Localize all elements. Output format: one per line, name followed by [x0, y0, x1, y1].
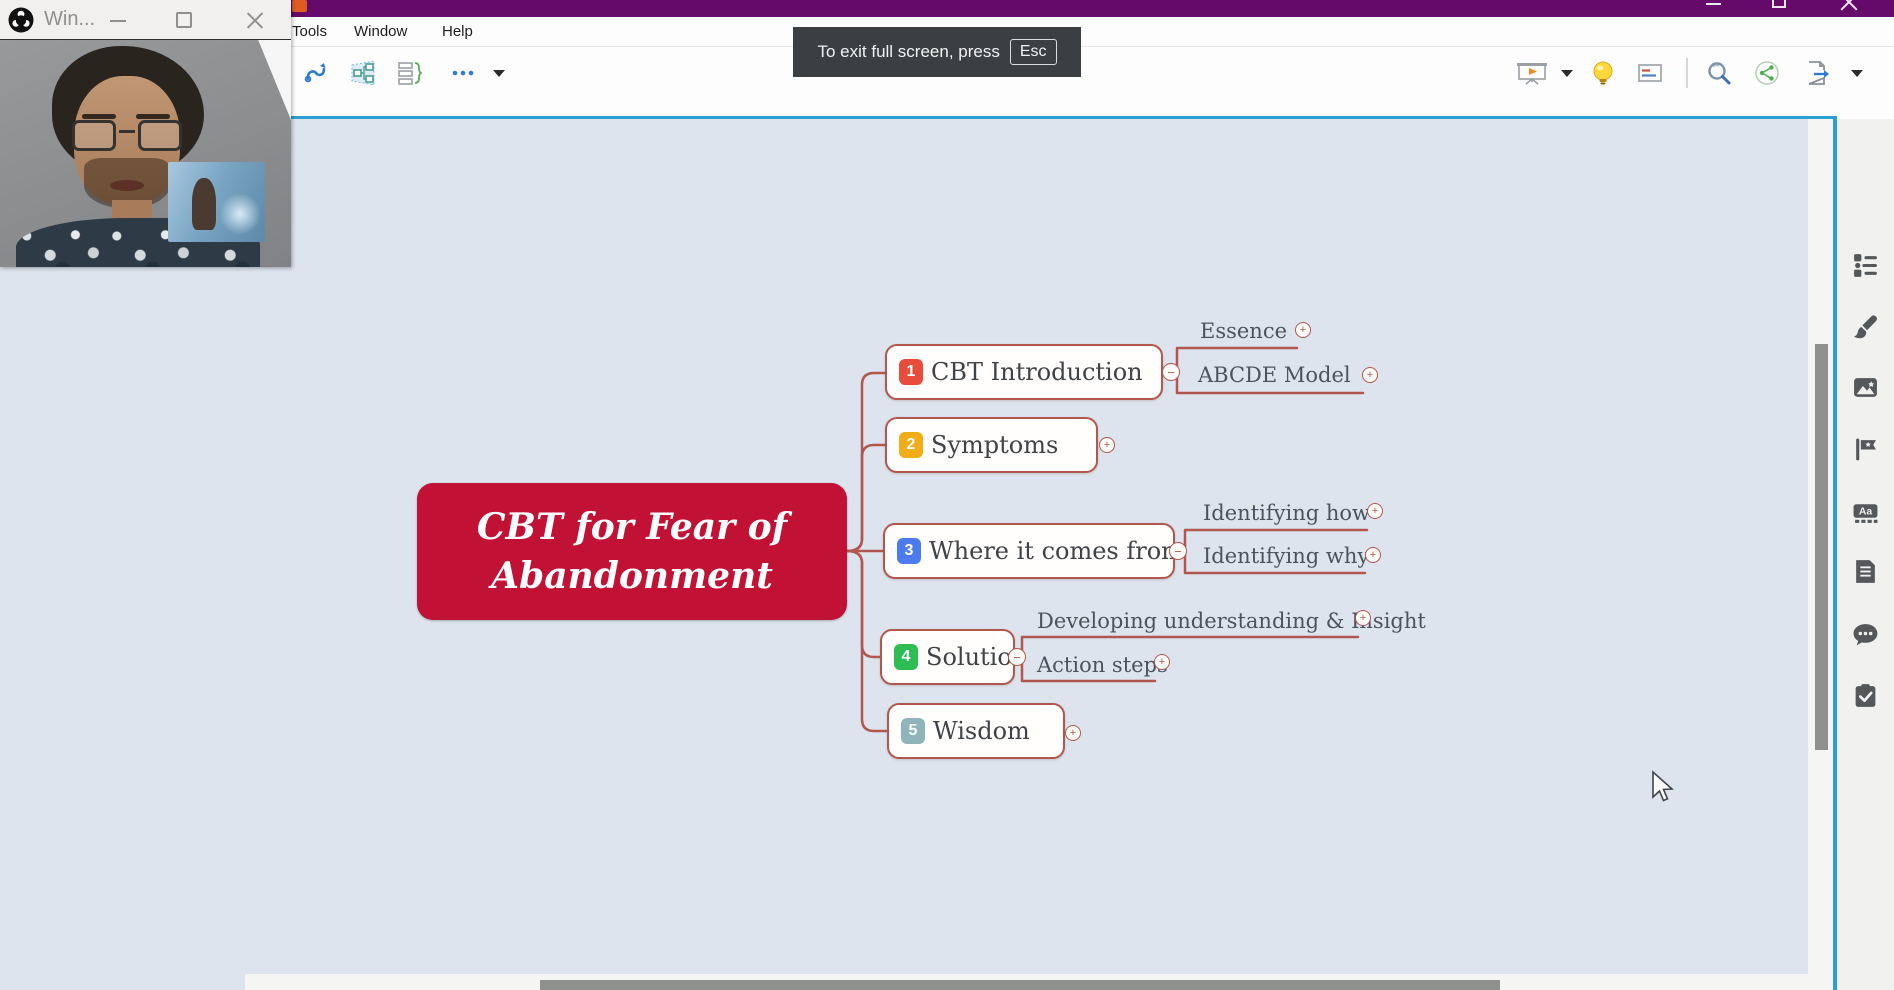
topic-label: Solution [926, 643, 1013, 671]
subtopic-action-steps[interactable]: Action steps [1037, 653, 1168, 677]
priority-2-badge: 2 [899, 432, 923, 458]
esc-key-badge: Esc [1009, 39, 1057, 65]
topic-label: CBT Introduction [931, 358, 1143, 386]
notes-icon[interactable] [1852, 558, 1879, 585]
webcam-window-title: Win... [44, 8, 96, 30]
canvas-top-border [0, 116, 1837, 119]
person-eyebrow [82, 114, 116, 119]
webcam-maximize-icon[interactable] [176, 12, 192, 28]
topic-solution[interactable]: 4 Solution [880, 629, 1015, 685]
topic-wisdom[interactable]: 5 Wisdom [887, 703, 1065, 759]
more-ellipsis-icon[interactable] [450, 60, 476, 86]
window-restore-icon[interactable] [1772, 0, 1786, 8]
expand-button[interactable]: + [1355, 610, 1371, 626]
central-topic[interactable]: CBT for Fear of Abandonment [417, 483, 847, 620]
expand-button[interactable]: + [1362, 367, 1378, 383]
priority-5-badge: 5 [901, 718, 925, 744]
topic-cbt-introduction[interactable]: 1 CBT Introduction [885, 344, 1163, 400]
export-caret-icon[interactable] [1848, 60, 1866, 86]
pip-person-silhouette [192, 178, 216, 230]
export-file-icon[interactable] [1804, 60, 1830, 86]
person-mouth [110, 180, 144, 191]
webcam-overlay-window[interactable]: Win... [0, 0, 291, 267]
label-icon-text: Aa [1859, 506, 1872, 517]
menu-window[interactable]: Window [354, 23, 408, 40]
tasks-icon[interactable] [1852, 682, 1879, 709]
share-network-icon[interactable] [1754, 60, 1780, 86]
pip-highlight [220, 192, 260, 236]
subtopic-essence[interactable]: Essence [1200, 319, 1288, 343]
idea-bulb-icon[interactable] [1590, 60, 1616, 86]
expand-button[interactable]: + [1154, 654, 1170, 670]
canvas-right-border [1833, 116, 1837, 990]
slide-banner-icon[interactable] [1637, 60, 1663, 86]
horizontal-scrollbar-thumb[interactable] [540, 980, 1500, 990]
video-edge-wedge [258, 40, 291, 120]
window-minimize-icon[interactable] [1706, 3, 1721, 5]
presentation-caret-icon[interactable] [1558, 60, 1576, 86]
toolbar [0, 47, 1894, 116]
vertical-scrollbar[interactable] [1808, 119, 1833, 990]
collapse-button[interactable]: − [1169, 542, 1187, 560]
app-logo-icon [292, 0, 307, 12]
window-close-icon[interactable] [1840, 0, 1858, 9]
right-sidebar: Aa [1837, 119, 1894, 990]
format-panel-icon[interactable] [1852, 252, 1879, 279]
priority-3-badge: 3 [897, 538, 921, 564]
dropdown-caret-icon[interactable] [490, 60, 508, 86]
mindmap-canvas[interactable]: CBT for Fear of Abandonment 1 CBT Introd… [0, 119, 1837, 990]
picture-in-picture-video [168, 162, 265, 242]
collapse-button[interactable]: − [1008, 648, 1026, 666]
webcam-close-icon[interactable] [246, 11, 264, 29]
priority-1-badge: 1 [899, 359, 923, 385]
topic-where-it-comes-from[interactable]: 3 Where it comes from [883, 523, 1175, 579]
subtopic-abcde-model[interactable]: ABCDE Model [1198, 363, 1351, 387]
central-topic-line1: CBT for Fear of [476, 505, 788, 548]
webcam-minimize-icon[interactable] [110, 20, 126, 22]
central-topic-line2: Abandonment [491, 554, 773, 597]
expand-button[interactable]: + [1365, 547, 1381, 563]
expand-button[interactable]: + [1295, 322, 1311, 338]
collapse-button[interactable]: − [1162, 363, 1180, 381]
mouse-cursor [1652, 770, 1674, 802]
vertical-scrollbar-thumb[interactable] [1815, 344, 1828, 750]
menu-tools[interactable]: Tools [292, 23, 328, 40]
summary-brace-icon[interactable] [396, 60, 422, 86]
expand-button[interactable]: + [1367, 503, 1383, 519]
webcam-video [0, 40, 291, 267]
glasses-bridge [119, 130, 135, 133]
webcam-titlebar[interactable]: Win... [0, 0, 291, 40]
obs-logo-icon [8, 7, 34, 33]
fullscreen-toast: To exit full screen, press Esc [793, 27, 1081, 77]
toolbar-divider [1686, 58, 1688, 88]
comments-icon[interactable] [1852, 621, 1879, 648]
image-icon[interactable] [1852, 374, 1879, 401]
topic-label: Wisdom [933, 717, 1030, 745]
expand-button[interactable]: + [1099, 437, 1115, 453]
app-titlebar [0, 0, 1894, 17]
label-icon[interactable]: Aa [1852, 499, 1879, 526]
expand-button[interactable]: + [1065, 725, 1081, 741]
person-eyebrow [136, 114, 170, 119]
toast-message: To exit full screen, press [817, 42, 1000, 61]
map-structure-icon[interactable] [350, 60, 376, 86]
presentation-play-icon[interactable] [1516, 60, 1548, 86]
priority-4-badge: 4 [894, 644, 918, 670]
marker-flag-icon[interactable] [1852, 436, 1879, 463]
glasses-lens [138, 120, 182, 151]
topic-symptoms[interactable]: 2 Symptoms [885, 417, 1098, 473]
relationship-curve-icon[interactable] [303, 60, 329, 86]
menu-help[interactable]: Help [442, 23, 473, 40]
subtopic-identifying-how[interactable]: Identifying how [1203, 501, 1370, 525]
topic-label: Symptoms [931, 431, 1059, 459]
horizontal-scrollbar[interactable] [245, 974, 1808, 990]
glasses-lens [72, 120, 116, 151]
style-brush-icon[interactable] [1852, 314, 1879, 341]
topic-label: Where it comes from [929, 537, 1175, 565]
zoom-search-icon[interactable] [1706, 60, 1732, 86]
subtopic-identifying-why[interactable]: Identifying why [1203, 544, 1370, 568]
